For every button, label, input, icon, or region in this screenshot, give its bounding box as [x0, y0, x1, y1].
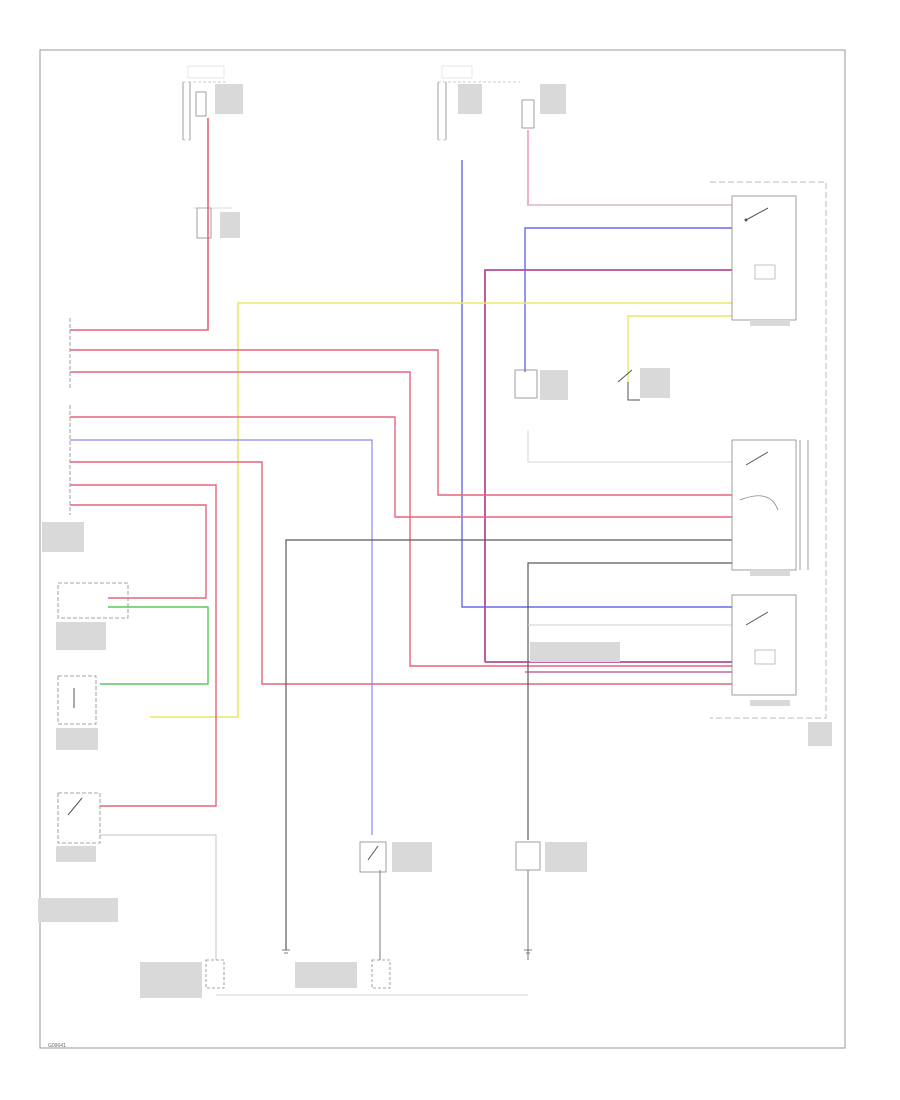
wire-red-main-feed — [70, 118, 209, 331]
radiator-fan-sensor — [515, 841, 541, 871]
wire-red-ecm-row2 — [70, 349, 732, 496]
ground-symbol-left — [282, 949, 290, 954]
ground-connector-left — [205, 959, 225, 989]
hot-at-all-times-fuse-block — [182, 65, 228, 141]
condenser-fan-motor — [359, 841, 387, 873]
diagram-border — [39, 49, 846, 1049]
wire-blue-top-relay — [524, 227, 732, 372]
wire-red-ecm-row4 — [70, 416, 732, 518]
hot-in-run-fuse-block — [437, 65, 535, 141]
wire-red-ecm-row7 — [70, 484, 217, 807]
wire-gray-ground-sense — [527, 430, 732, 463]
wire-blue-run-feed — [461, 160, 732, 608]
wire-red-ecm-row8 — [70, 504, 207, 599]
wire-violet-top-relay — [484, 269, 732, 662]
ac-switch — [57, 675, 97, 725]
fusible-link — [193, 207, 232, 239]
relay-middle — [731, 439, 809, 571]
pressure-switch-symbol — [617, 369, 640, 401]
wire-red-relay-feed — [527, 130, 732, 206]
wire-yellow-ac-signal — [150, 302, 732, 718]
ac-pressure-switch — [57, 792, 101, 844]
wire-black-ground-b — [527, 562, 732, 840]
engine-control-switch — [57, 582, 129, 619]
diagram-page-id: G09641 — [48, 1043, 66, 1049]
ground-symbol-right — [524, 949, 532, 954]
wire-green-loop — [100, 606, 209, 685]
relay-top — [731, 195, 797, 321]
ac-compressor-sensor — [514, 369, 538, 399]
wire-blue-ecm-row5 — [70, 439, 373, 835]
relay-bottom — [731, 594, 797, 696]
wire-red-ecm-row6 — [70, 461, 732, 685]
wire-gray-pressure-out — [100, 834, 217, 960]
wire-yellow-pressure-switch — [627, 315, 732, 382]
wire-red-ecm-row3 — [70, 371, 732, 667]
wire-black-ground-a — [285, 539, 732, 950]
ground-connector-mid — [371, 959, 391, 989]
relay-box-outline — [710, 181, 827, 719]
label-blocks — [38, 84, 832, 998]
